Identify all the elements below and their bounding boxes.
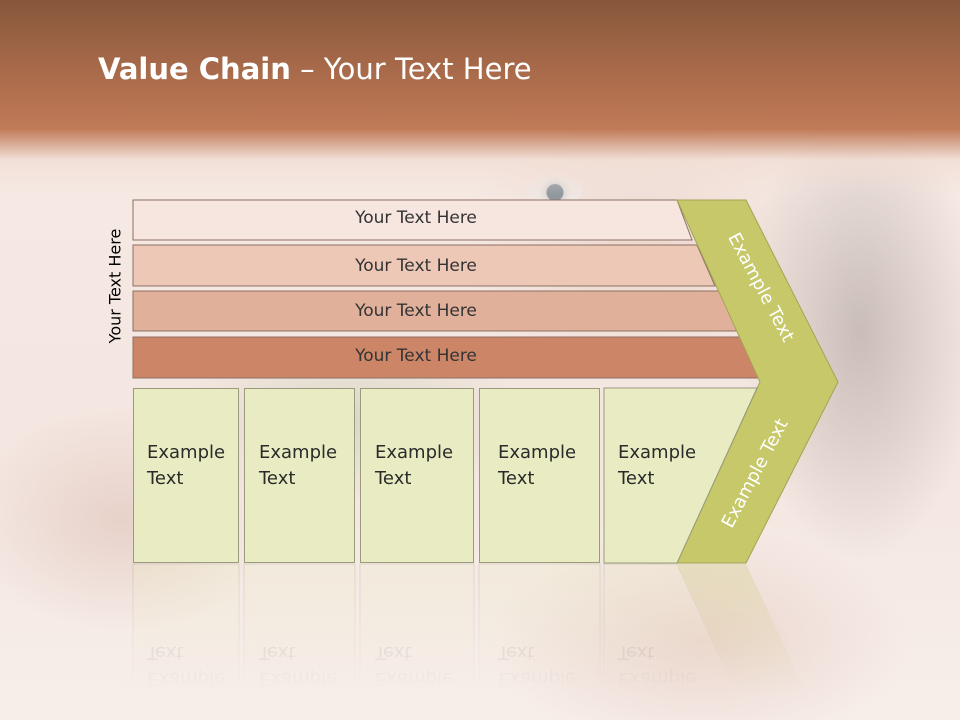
reflect-text-3-line1: Example: [375, 668, 454, 689]
bar-3-label: Your Text Here: [355, 301, 477, 321]
bar-2: [132, 244, 716, 287]
reflect-box-2: [243, 563, 356, 693]
box-4-line1: Example: [498, 442, 577, 463]
reflect-text-3: Example Text: [375, 639, 453, 691]
box-1-line2: Text: [147, 468, 184, 489]
box-1: [133, 388, 239, 563]
header-band: [0, 0, 960, 195]
box-2-line1: Example: [259, 442, 338, 463]
reflect-text-4: Example Text: [498, 639, 576, 691]
reflect-text-1: Example Text: [147, 639, 225, 691]
reflect-box-1: [132, 563, 240, 693]
bar-1: [132, 199, 693, 241]
reflect-text-4-line2: Text: [498, 642, 535, 663]
box-3-line1: Example: [375, 442, 454, 463]
box-3: [360, 388, 474, 563]
title-rest: – Your Text Here: [290, 52, 532, 86]
reflect-text-2-line2: Text: [259, 642, 296, 663]
reflect-text-5-line1: Example: [618, 668, 697, 689]
chevron-arrow: [676, 199, 839, 564]
reflect-text-5-line2: Text: [618, 642, 655, 663]
reflect-text-4-line1: Example: [498, 668, 577, 689]
reflect-box-4: [478, 563, 601, 693]
box-1-line1: Example: [147, 442, 226, 463]
title-bold: Value Chain: [98, 52, 291, 86]
reflect-chevron: [677, 564, 806, 692]
reflect-text-5: Example Text: [618, 639, 696, 691]
reflection-shapes: [132, 563, 806, 693]
reflect-text-3-line2: Text: [375, 642, 412, 663]
reflect-text-2: Example Text: [259, 639, 337, 691]
box-2: [244, 388, 355, 563]
box-5-shape: [603, 387, 758, 564]
box-3-line2: Text: [375, 468, 412, 489]
slide-title: Value Chain – Your Text Here: [98, 52, 532, 86]
reflect-text-1-line1: Example: [147, 668, 226, 689]
diagram-reflection: Example Text Example Text Example Text Exam…: [0, 563, 960, 693]
box-4-line2: Text: [498, 468, 535, 489]
bar-2-label: Your Text Here: [355, 256, 477, 276]
bar-1-label: Your Text Here: [355, 208, 477, 228]
reflect-text-2-line1: Example: [259, 668, 338, 689]
box-2-line2: Text: [259, 468, 296, 489]
bar-4-label: Your Text Here: [355, 346, 477, 366]
box-5-line1: Example: [618, 442, 697, 463]
box-5-line2: Text: [618, 468, 655, 489]
reflect-box-5: [603, 563, 737, 693]
box-4: [479, 388, 600, 563]
reflect-box-3: [359, 563, 475, 693]
reflect-text-1-line2: Text: [147, 642, 184, 663]
